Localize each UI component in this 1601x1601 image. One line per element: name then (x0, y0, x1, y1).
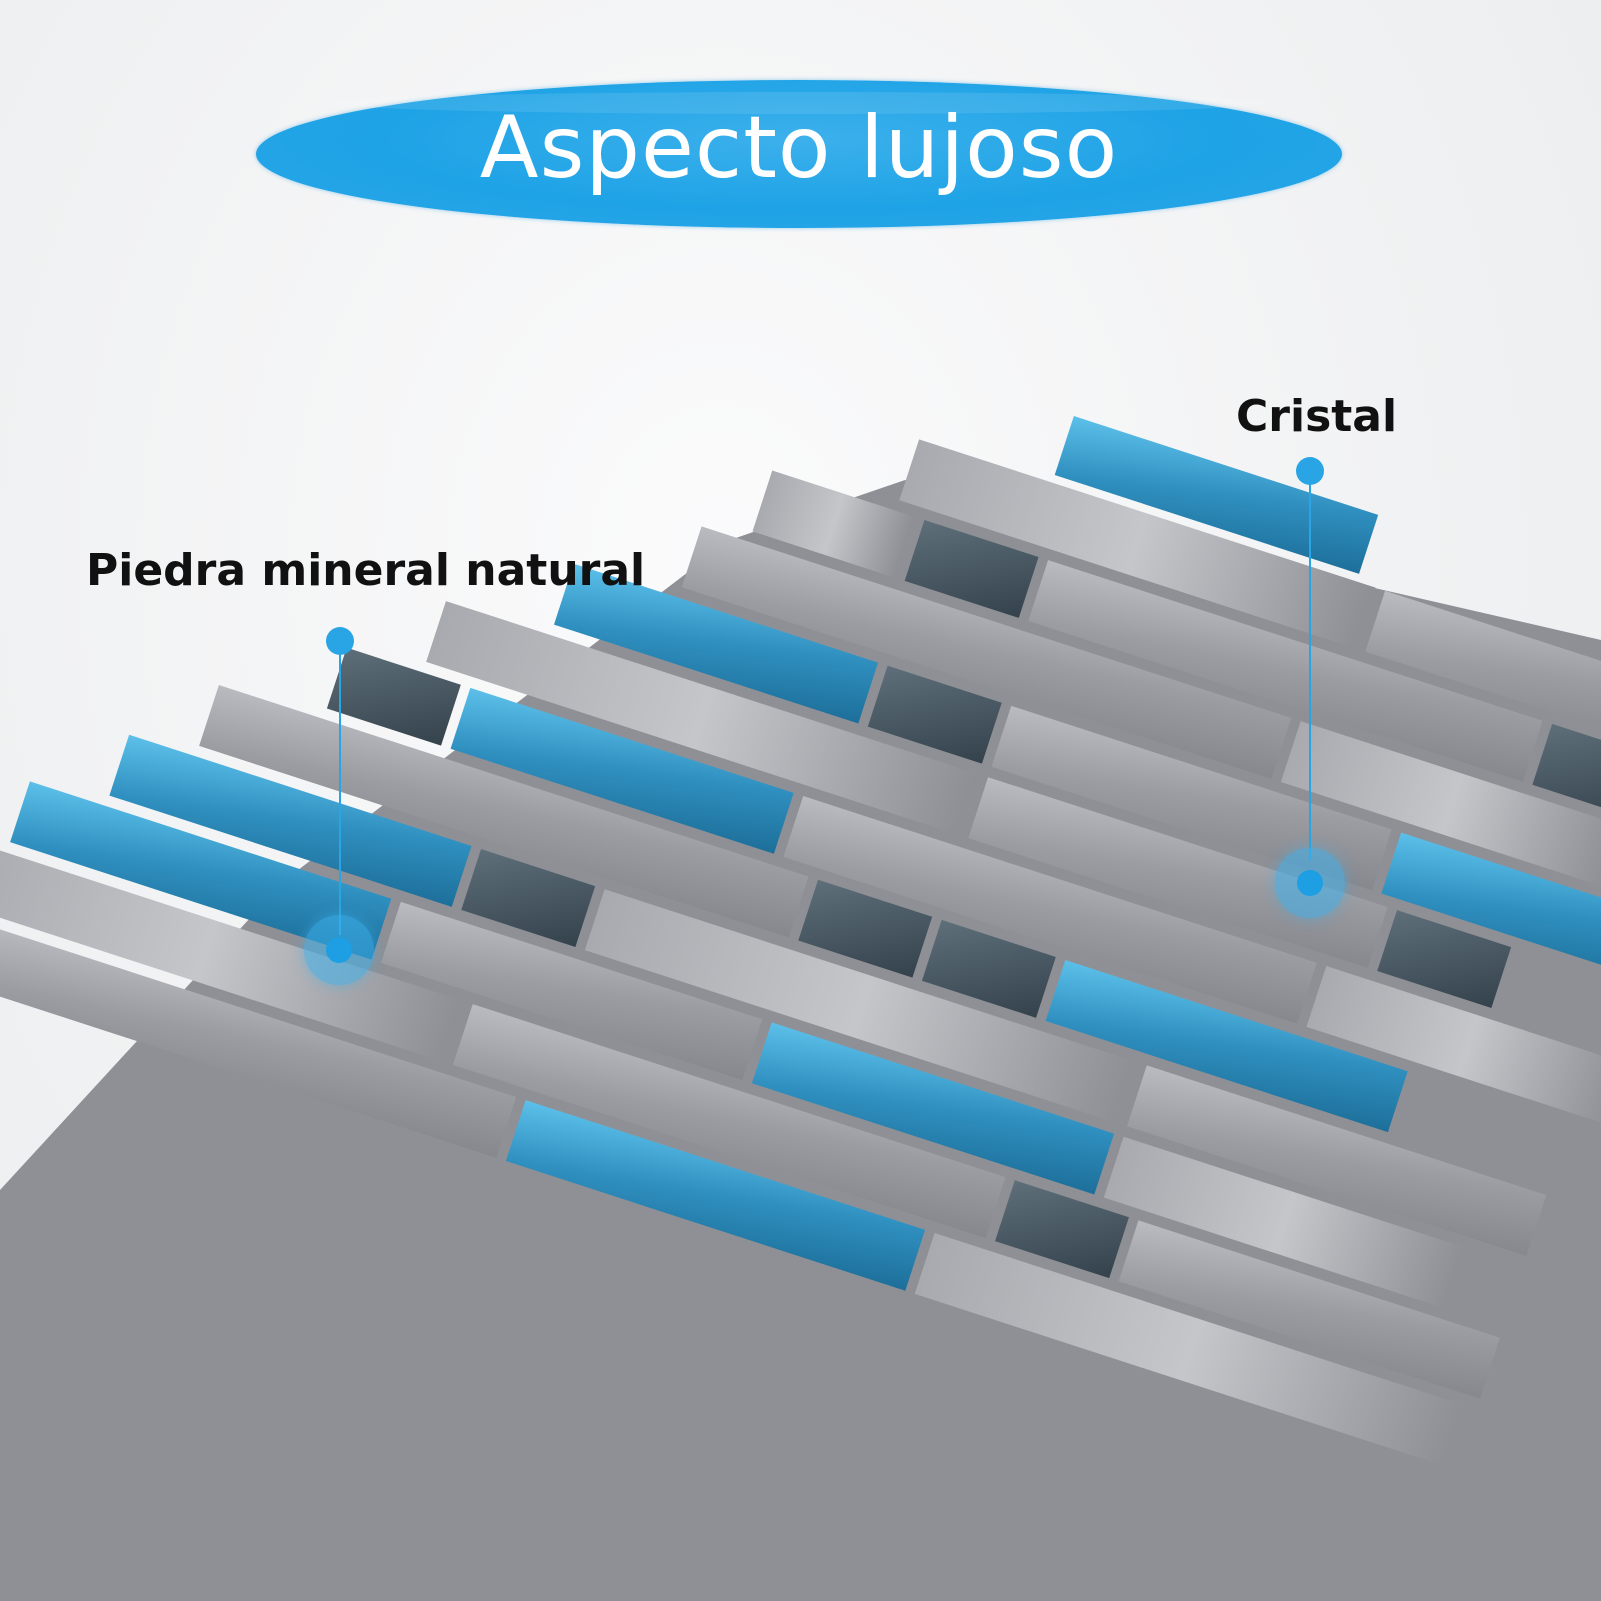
glass-tile (450, 687, 794, 854)
dark-glass-tile (904, 519, 1039, 618)
dark-glass-tile (921, 919, 1056, 1018)
stone-tile (426, 601, 979, 835)
stone-tile (381, 901, 763, 1081)
stone-tile (991, 705, 1392, 891)
dark-glass-tile (1532, 723, 1601, 822)
dark-glass-tile (995, 1180, 1129, 1279)
glass-tile (553, 563, 879, 724)
stone-tile (0, 911, 517, 1158)
callout-glass-label: Cristal (1236, 391, 1398, 442)
glass-tile (751, 1022, 1115, 1195)
title-banner-highlight (330, 92, 1270, 114)
glass-tile (505, 1100, 926, 1291)
callout-stone-marker-core (326, 937, 352, 963)
stone-tile (1126, 1065, 1547, 1257)
dark-glass-tile (798, 879, 933, 978)
glass-tile (1054, 416, 1379, 574)
stone-tile (199, 685, 809, 938)
stone-tile (1280, 721, 1601, 888)
stone-tile (1103, 1136, 1466, 1309)
stone-tile (914, 1232, 1468, 1467)
stone-tile (752, 470, 915, 578)
stone-tile (899, 439, 1376, 649)
banner-title: Aspecto lujoso (479, 98, 1119, 198)
callout-stone-label: Piedra mineral natural (86, 545, 646, 596)
stone-tile (0, 840, 464, 1062)
dark-glass-tile (867, 665, 1002, 764)
callout-glass-line (1309, 480, 1311, 860)
stone-tile (452, 1004, 1006, 1238)
stone-tile (783, 796, 1317, 1024)
stone-tile (1118, 1220, 1500, 1399)
stone-tile (1306, 965, 1601, 1126)
title-banner (256, 80, 1342, 228)
dark-glass-tile (326, 647, 461, 746)
glass-tile (109, 734, 472, 907)
stone-tile (584, 889, 1138, 1124)
stone-tile (1365, 590, 1601, 763)
callout-glass-marker-core (1297, 870, 1323, 896)
callout-stone-line (339, 650, 341, 935)
dark-glass-tile (1377, 910, 1512, 1009)
stone-tile (681, 526, 1292, 779)
stone-tile (968, 777, 1388, 968)
stone-tile (1028, 560, 1543, 782)
glass-tile (1045, 960, 1408, 1133)
glass-tile (10, 781, 392, 960)
dark-glass-tile (461, 849, 596, 947)
glass-tile (1381, 832, 1601, 996)
